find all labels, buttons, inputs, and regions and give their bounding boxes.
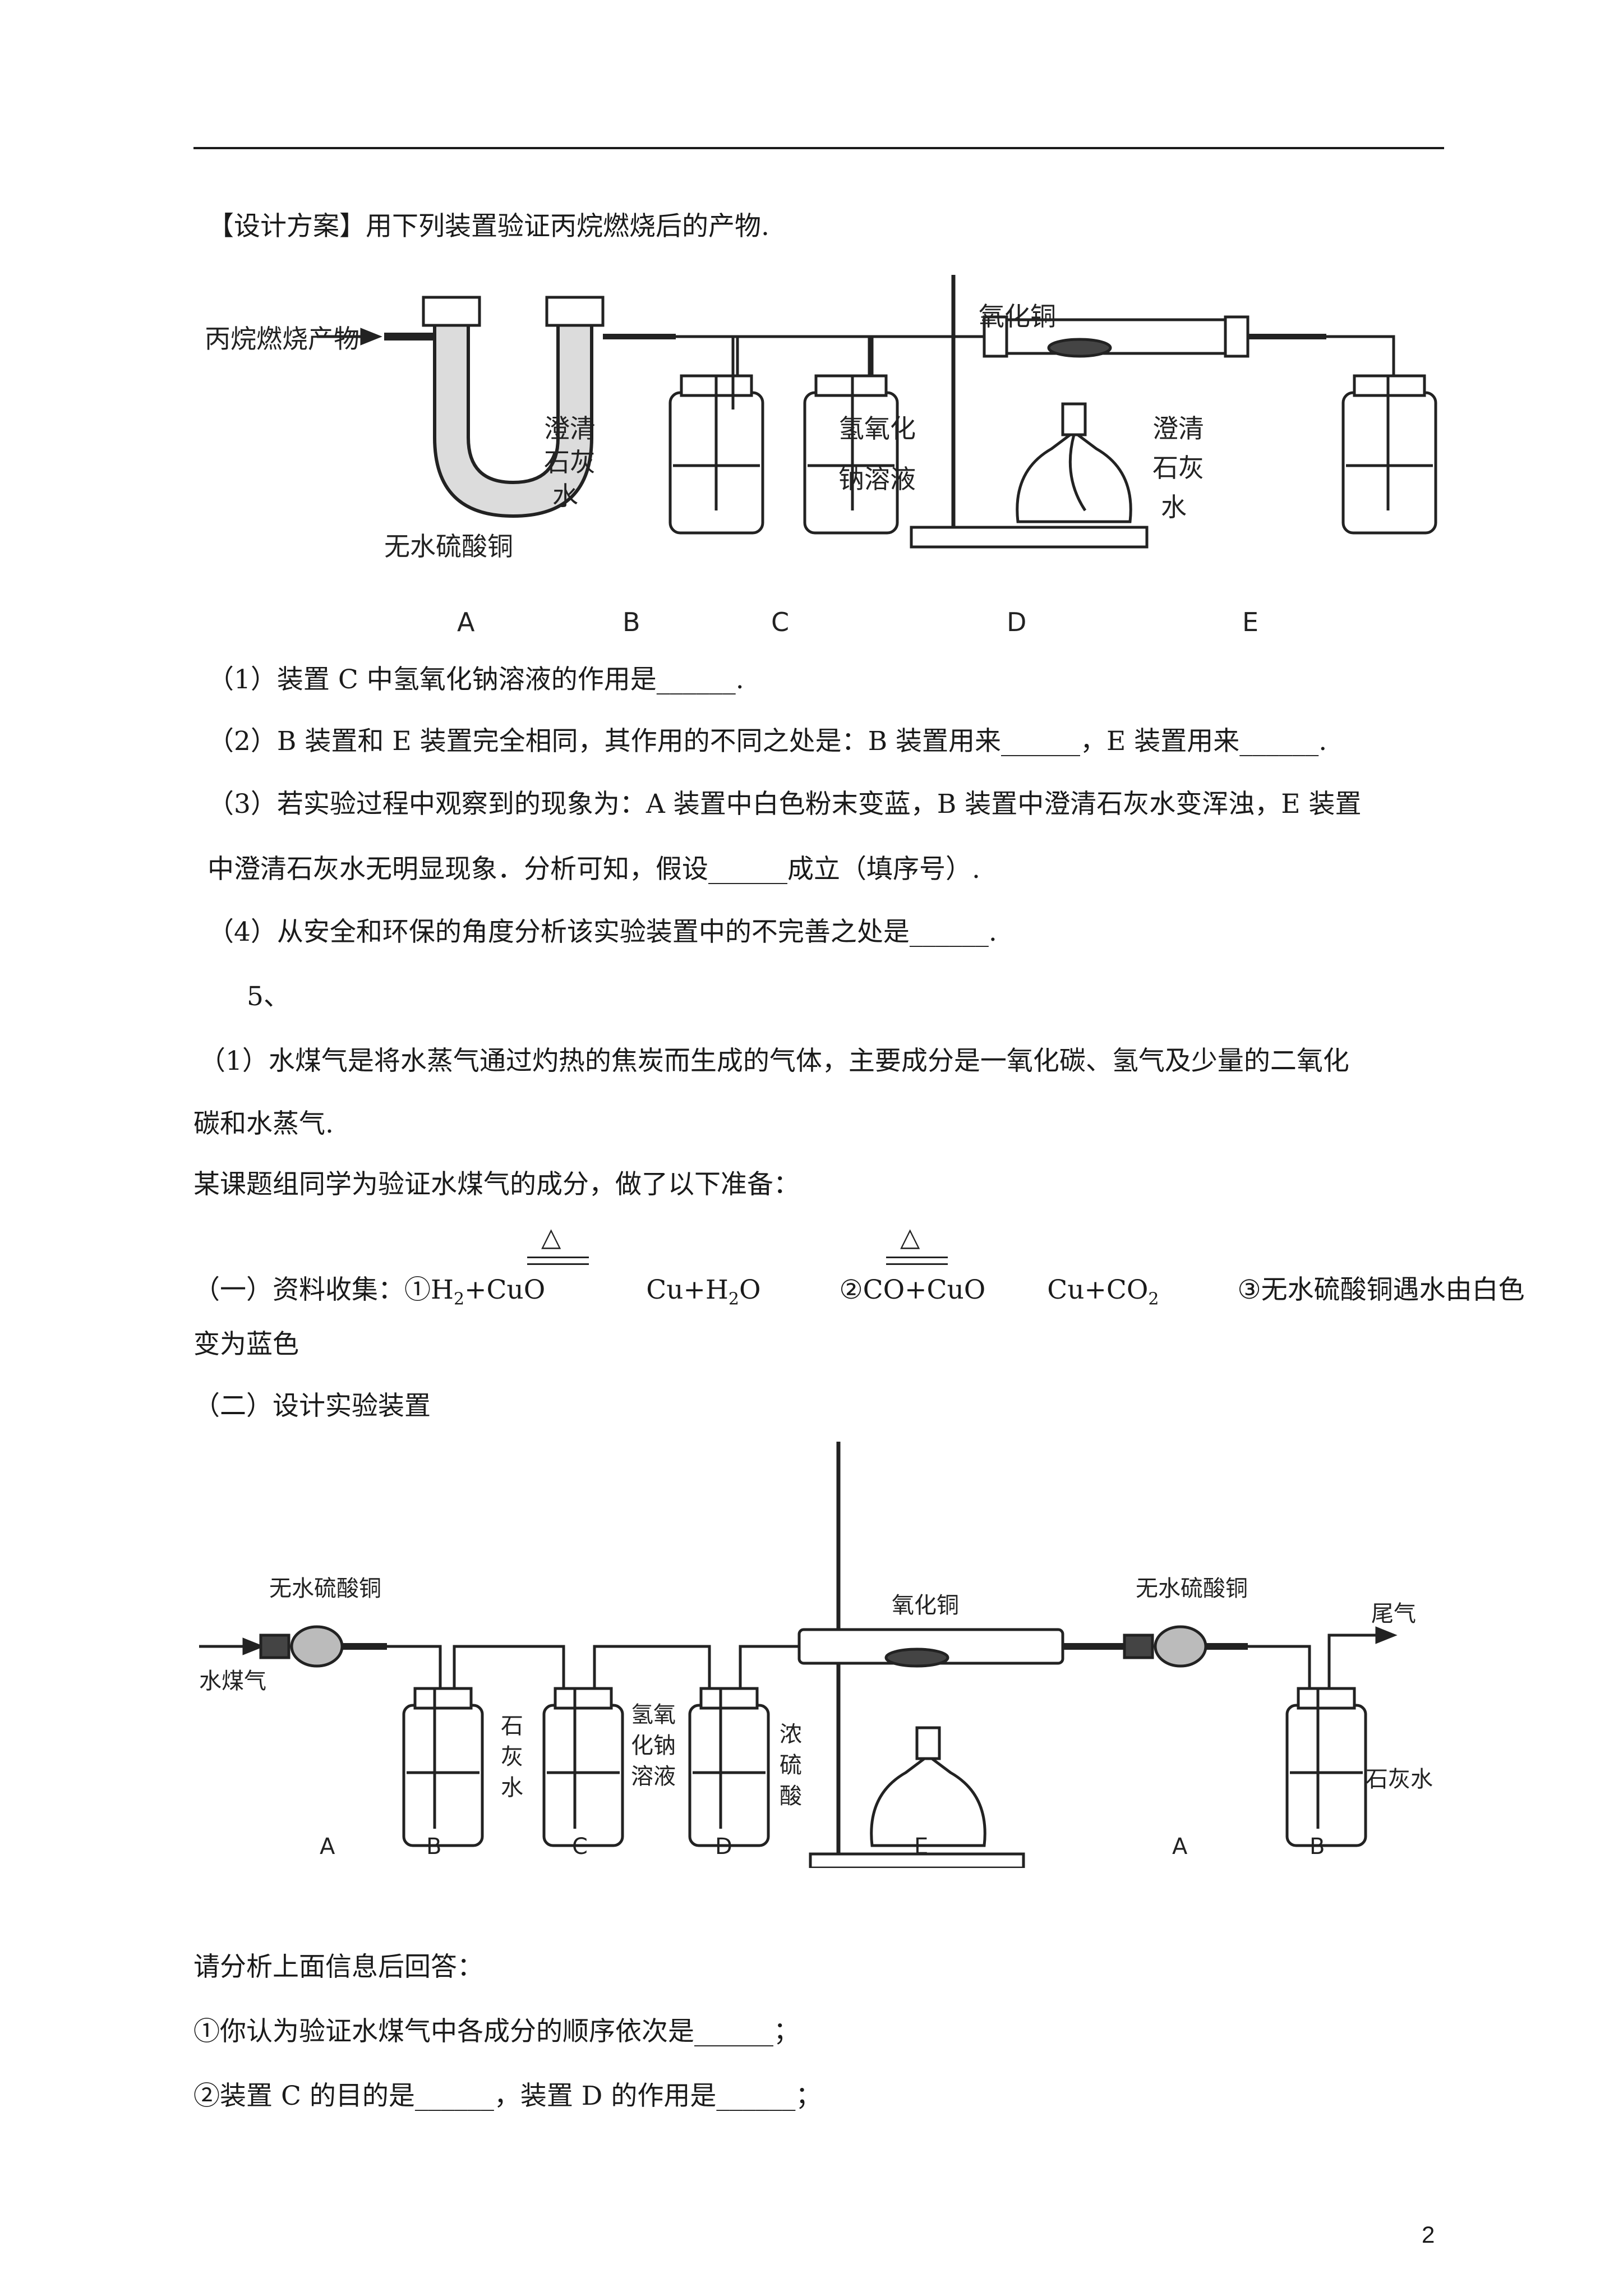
fact-3: ③无水硫酸铜遇水由白色 <box>1237 1274 1525 1305</box>
para-2: 某课题组同学为验证水煤气的成分，做了以下准备： <box>193 1169 800 1200</box>
d2-e-label: 氧化铜 <box>892 1593 959 1618</box>
equals-line-2a <box>886 1257 948 1258</box>
d1-e-label-1: 澄清 <box>1152 413 1204 444</box>
equals-line-1a <box>527 1257 589 1258</box>
d2-b-label-2: 灰 <box>501 1744 523 1770</box>
propane-apparatus-diagram: 丙烷燃烧产物 无水硫酸铜 澄清 石灰 水 氢氧化 钠溶液 氧化铜 澄清 石灰 水… <box>205 275 1437 637</box>
page-number: 2 <box>1422 2221 1435 2248</box>
d2-letter-a2: A <box>1172 1834 1188 1860</box>
d1-letter-c: C <box>771 607 789 637</box>
d1-b-label-1: 澄清 <box>544 413 596 444</box>
sub-h2: 2 <box>454 1289 465 1309</box>
equals-line-1b <box>527 1263 589 1265</box>
d1-letter-b: B <box>623 607 640 637</box>
d1-b-label-2: 石灰 <box>544 447 596 477</box>
d1-letter-a: A <box>457 607 475 637</box>
d1-c-label-1: 氢氧化 <box>838 413 916 444</box>
para-1b: 碳和水蒸气. <box>193 1108 334 1139</box>
heat-sign-1: △ <box>541 1222 561 1252</box>
d2-c-label-2: 化钠 <box>631 1733 676 1759</box>
d1-b-label-3: 水 <box>552 481 578 511</box>
d2-c-label-3: 溶液 <box>631 1764 676 1789</box>
d1-letter-d: D <box>1007 607 1026 637</box>
d2-tail-label: 尾气 <box>1371 1601 1416 1627</box>
equals-line-2b <box>886 1263 948 1265</box>
d2-cuso4-right: 无水硫酸铜 <box>1136 1576 1248 1602</box>
question-4: （4）从安全和环保的角度分析该实验装置中的不完善之处是______. <box>208 917 997 947</box>
d1-letter-e: E <box>1242 607 1258 637</box>
d1-e-label-2: 石灰 <box>1152 453 1204 483</box>
heat-sign-2: △ <box>900 1222 920 1252</box>
question-3b: 中澄清石灰水无明显现象．分析可知，假设______成立（填序号）. <box>208 854 980 885</box>
reaction-2-product: Cu+CO <box>1047 1274 1149 1305</box>
water-gas-apparatus-diagram: 无水硫酸铜 水煤气 石 灰 水 氢氧 化钠 溶液 浓 硫 酸 氧化铜 无水硫酸铜… <box>199 1442 1433 1868</box>
d1-inlet-label: 丙烷燃烧产物 <box>205 324 359 354</box>
question-3a: （3）若实验过程中观察到的现象为：A 装置中白色粉末变蓝，B 装置中澄清石灰水变… <box>208 789 1362 820</box>
analysis-q2: ②装置 C 的目的是______，装置 D 的作用是______； <box>193 2081 822 2111</box>
header-rule <box>193 147 1444 149</box>
d2-b-label-3: 水 <box>501 1775 523 1801</box>
d1-c-label-2: 钠溶液 <box>838 464 916 494</box>
reaction-1-product-end: O <box>739 1274 761 1305</box>
resource-prefix: （一）资料收集：①H <box>193 1274 454 1305</box>
d2-letter-b2: B <box>1310 1834 1325 1860</box>
d2-c-label-1: 氢氧 <box>631 1702 676 1728</box>
d1-cuso4-label: 无水硫酸铜 <box>384 531 513 562</box>
para-4: （二）设计实验装置 <box>193 1391 431 1421</box>
para-1a: （1）水煤气是将水蒸气通过灼热的焦炭而生成的气体，主要成分是一氧化碳、氢气及少量… <box>199 1046 1349 1076</box>
d1-d-label: 氧化铜 <box>979 301 1056 332</box>
d2-letter-a: A <box>320 1834 335 1860</box>
d2-letter-c: C <box>572 1834 588 1860</box>
d2-inlet-label: 水煤气 <box>199 1668 266 1694</box>
design-heading: 【设计方案】用下列装置验证丙烷燃烧后的产物. <box>208 211 769 242</box>
d2-letter-b: B <box>426 1834 441 1860</box>
question-1: （1）装置 C 中氢氧化钠溶液的作用是______. <box>208 664 744 695</box>
question-5-number: 5、 <box>247 981 290 1012</box>
d2-b-label-1: 石 <box>501 1713 523 1739</box>
d2-d-label-3: 酸 <box>780 1783 802 1809</box>
d2-letter-e: E <box>914 1834 928 1860</box>
para-3b: 变为蓝色 <box>193 1329 299 1360</box>
d2-d-label-2: 硫 <box>780 1752 802 1778</box>
analysis-q1: ①你认为验证水煤气中各成分的顺序依次是______； <box>193 2016 800 2047</box>
sub-co2: 2 <box>1148 1289 1159 1309</box>
d2-cuso4-left: 无水硫酸铜 <box>269 1576 381 1602</box>
reaction-2-reactant: ②CO+CuO <box>839 1274 986 1305</box>
d2-d-label-1: 浓 <box>780 1722 802 1747</box>
sub-h2o: 2 <box>728 1289 739 1309</box>
d2-lime-label: 石灰水 <box>1366 1766 1433 1792</box>
d1-e-label-3: 水 <box>1161 492 1187 522</box>
d2-letter-d: D <box>715 1834 732 1860</box>
reaction-1-product: Cu+H <box>646 1274 728 1305</box>
question-2: （2）B 装置和 E 装置完全相同，其作用的不同之处是：B 装置用来______… <box>208 726 1327 757</box>
analysis-intro: 请分析上面信息后回答： <box>193 1952 483 1982</box>
reaction-1-reactant: +CuO <box>464 1274 546 1305</box>
